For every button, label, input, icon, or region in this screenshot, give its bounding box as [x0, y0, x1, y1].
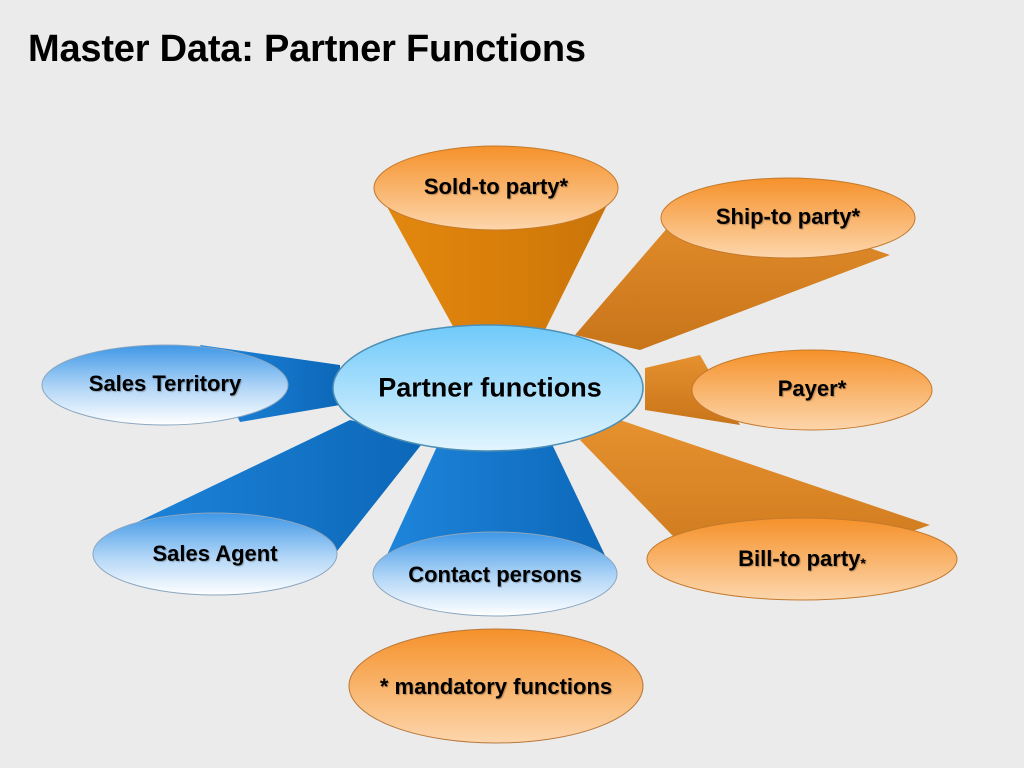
node-payer: Payer*	[778, 376, 847, 402]
node-sales-agent: Sales Agent	[152, 541, 278, 566]
mandatory-legend-label: * mandatory functions	[379, 674, 613, 699]
slide-title: Master Data: Partner Functions	[28, 28, 586, 70]
oval-bill-to-party[interactable]	[646, 517, 958, 601]
mandatory-marker: *	[851, 204, 861, 229]
center-label: Partner functions	[378, 372, 602, 403]
oval-sales-agent[interactable]	[92, 512, 338, 596]
node-sales-territory: Sales Territory	[88, 371, 242, 396]
oval-sales-territory[interactable]	[41, 344, 289, 426]
mandatory-marker: *	[860, 555, 866, 571]
node-sold-to-party: Sold-to party*	[424, 174, 568, 200]
oval-payer[interactable]	[691, 349, 933, 431]
node-label: Bill-to party	[738, 546, 861, 571]
mandatory-marker: *	[559, 174, 569, 199]
node-contact-persons: Contact persons	[408, 562, 582, 587]
oval-ship-to-party[interactable]	[660, 177, 916, 259]
oval-sold-to-party[interactable]	[373, 145, 619, 231]
node-label: Ship-to party	[715, 204, 852, 229]
oval-contact-persons[interactable]	[372, 531, 618, 617]
node-ship-to-party: Ship-to party*	[716, 204, 860, 230]
oval-partner-functions[interactable]	[332, 324, 644, 452]
node-label: Payer	[777, 376, 838, 401]
node-label: Sold-to party	[423, 174, 560, 199]
mandatory-marker: *	[837, 376, 847, 401]
oval-mandatory-legend	[348, 628, 644, 744]
node-bill-to-party: Bill-to party*	[738, 546, 866, 572]
